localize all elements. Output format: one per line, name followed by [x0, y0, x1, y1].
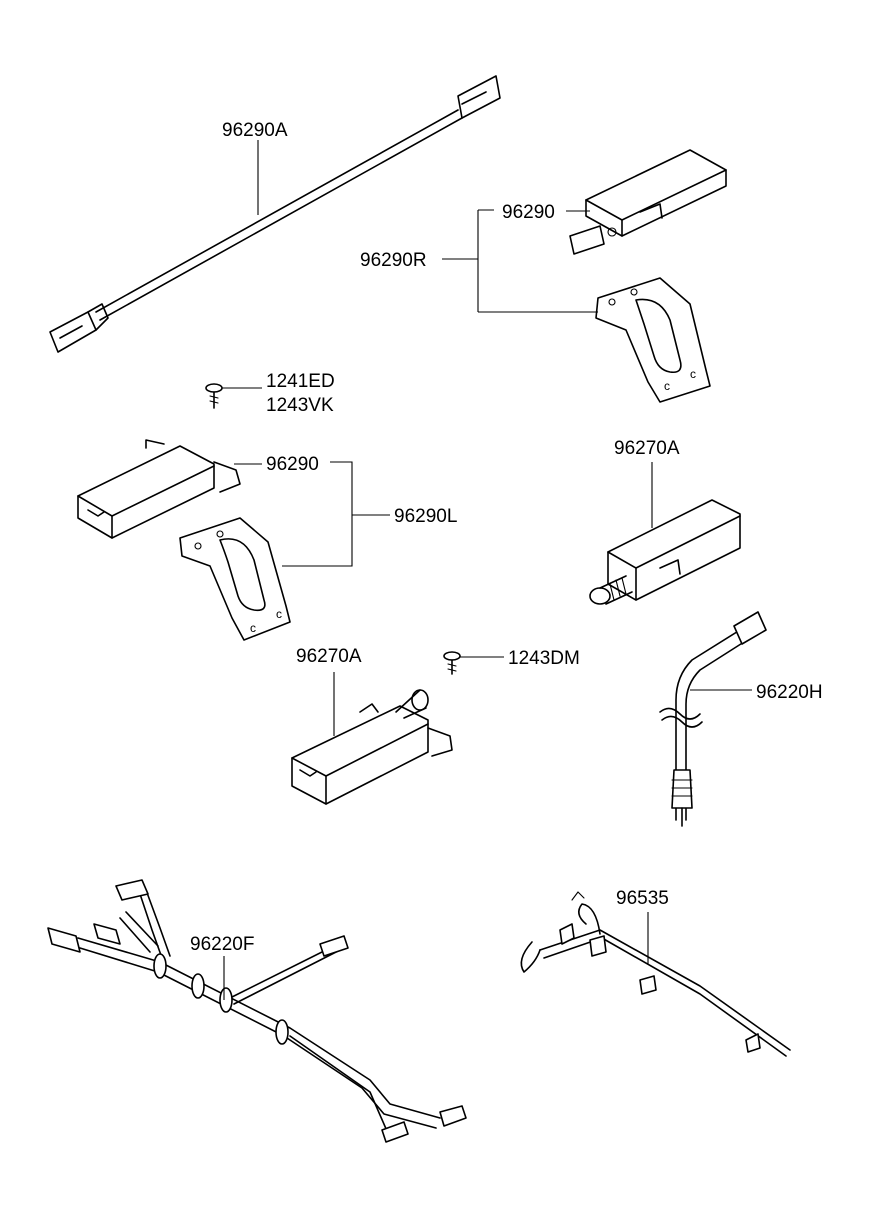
label-1241ED: 1241ED	[266, 371, 335, 392]
module-96290-top	[569, 149, 727, 255]
harness-96535	[520, 891, 791, 1057]
label-96290L: 96290L	[394, 506, 457, 527]
svg-text:c: c	[250, 621, 256, 635]
cable-96290A	[49, 75, 501, 353]
module-96270A-mid	[291, 689, 453, 805]
bracket-96290R: c c	[595, 277, 711, 403]
svg-text:c: c	[276, 607, 282, 621]
svg-text:c: c	[664, 379, 670, 393]
label-96290-mid: 96290	[266, 454, 319, 475]
screw-1241ED	[205, 383, 223, 409]
screw-1243DM	[443, 651, 461, 675]
label-96535: 96535	[616, 888, 669, 909]
antenna-96220H	[659, 611, 767, 827]
label-1243DM: 1243DM	[508, 648, 580, 669]
label-96290R: 96290R	[360, 250, 427, 271]
label-96270A-mid: 96270A	[296, 646, 362, 667]
label-96220F: 96220F	[190, 934, 254, 955]
harness-96220F	[47, 879, 467, 1143]
svg-text:c: c	[690, 367, 696, 381]
module-96290-mid	[77, 439, 241, 539]
label-96290-top: 96290	[502, 202, 555, 223]
label-96290A: 96290A	[222, 120, 288, 141]
leader-96290-mid	[234, 461, 390, 567]
label-1243VK: 1243VK	[266, 395, 334, 416]
label-96270A-right: 96270A	[614, 438, 680, 459]
label-96220H: 96220H	[756, 682, 823, 703]
module-96270A-right	[589, 499, 741, 605]
bracket-96290L: c c	[179, 517, 291, 641]
leader-96290R	[442, 209, 598, 313]
